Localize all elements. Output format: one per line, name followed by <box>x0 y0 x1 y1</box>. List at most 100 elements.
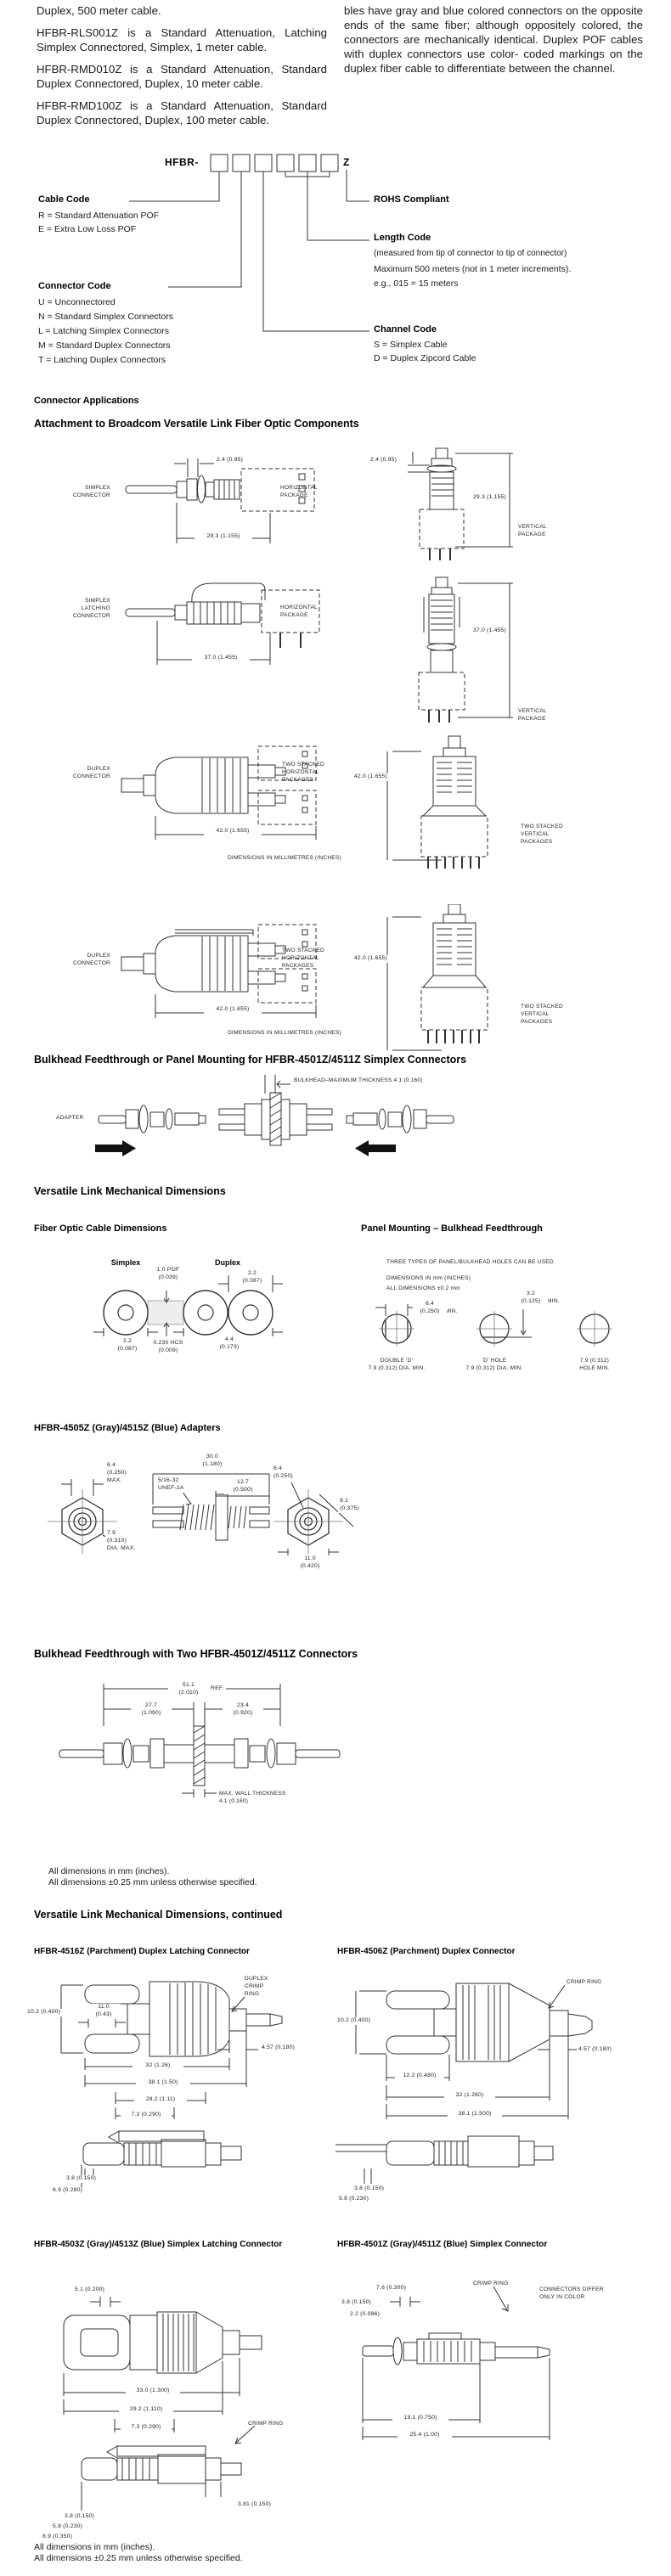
dim-label: 6.9 (0.280) <box>51 2187 85 2195</box>
dim-label: 2.2 (0.087) <box>233 1270 272 1285</box>
dim-label: 11.0 (0.43) <box>87 2004 121 2019</box>
connector-code-item: N = Standard Simplex Connectors <box>38 312 174 322</box>
dim-label: 7.9 (0.310) DIA. MAX. <box>105 1530 138 1553</box>
channel-code-item: D = Duplex Zipcord Cable <box>374 353 476 363</box>
hole-caption: DOUBLE 'D' 7.9 (0.312) DIA. MIN. <box>368 1358 426 1372</box>
connector-code-title: Connector Code <box>38 281 111 291</box>
dimensions-note: All dimensions in mm (inches). <box>34 2542 155 2552</box>
dim-label: 32 (1.260) <box>444 2092 495 2100</box>
dim-label: 4.57 (0.180) <box>260 2044 297 2052</box>
subsection-title: HFBR-4505Z (Gray)/4515Z (Blue) Adapters <box>34 1423 221 1433</box>
crimp-ring-label: DUPLEX CRIMP RING <box>245 1976 268 1998</box>
dim-label: 3.2 (0.125) <box>514 1291 548 1306</box>
dim-label: 6.4 (0.250) <box>413 1301 447 1316</box>
figure-duplex-horizontal-2 <box>121 904 488 1051</box>
section-subtitle: Attachment to Broadcom Versatile Link Fi… <box>34 418 359 430</box>
dim-label: 11.0 (0.420) <box>287 1555 333 1571</box>
dim-label: 2.4 (0.95) <box>215 457 245 464</box>
connector-label: DUPLEX CONNECTOR <box>72 766 110 780</box>
dim-label: 42.0 (1.655) <box>204 1006 262 1014</box>
hole-caption: 'D' HOLE 7.9 (0.312) DIA. MIN. <box>465 1358 523 1372</box>
subsection-title: Fiber Optic Cable Dimensions <box>34 1223 167 1234</box>
dim-label: 27.7 (1.090) <box>131 1702 172 1718</box>
paragraph: HFBR-RLS001Z is a Standard Attenuation, … <box>37 26 327 53</box>
dim-label: 10.2 (0.400) <box>25 2009 63 2016</box>
figure-4506 <box>336 1983 593 2184</box>
simplex-label: Simplex <box>110 1258 141 1267</box>
dim-label: 29.3 (1.155) <box>195 533 252 541</box>
cable-code-title: Cable Code <box>38 194 90 205</box>
dim-label: 2.2 (0.086) <box>348 2311 382 2319</box>
figure-4516 <box>60 1981 283 2187</box>
intro-left-column: Duplex, 500 meter cable. HFBR-RLS001Z is… <box>37 3 327 127</box>
dim-label: 42.0 (1.655) <box>343 773 389 781</box>
dim-label: 5.8 (0.230) <box>51 2523 85 2531</box>
connector-label: SIMPLEX CONNECTOR <box>72 485 110 499</box>
dim-label: 28.2 (1.11) <box>134 2096 187 2104</box>
section-title: Versatile Link Mechanical Dimensions <box>34 1185 226 1197</box>
section-title: Connector Applications <box>34 396 139 406</box>
dim-label: 32 (1.26) <box>133 2062 183 2070</box>
dim-label: 6.4 (0.250) <box>272 1465 295 1481</box>
dim-label: 5.8 (0.230) <box>337 2196 371 2203</box>
dim-label: 8.9 (0.350) <box>41 2534 75 2541</box>
rohs-label: ROHS Compliant <box>374 194 449 205</box>
dim-label: 4.57 (0.180) <box>577 2046 614 2054</box>
dim-label: 12.7 (0.500) <box>224 1479 262 1494</box>
dimensions-note: All dimensions in mm (inches). <box>48 1866 170 1876</box>
connector-code-item: U = Unconnectored <box>38 297 116 307</box>
paragraph: HFBR-RMD010Z is a Standard Attenuation, … <box>37 63 327 90</box>
package-label: TWO STACKED VERTICAL PACKAGES <box>521 1004 563 1026</box>
crimp-ring-label: CRIMP RING <box>473 2281 509 2286</box>
figure-title: HFBR-4506Z (Parchment) Duplex Connector <box>337 1947 516 1956</box>
dim-label: 19.1 (0.750) <box>392 2415 448 2422</box>
figure-adapters <box>48 1473 354 1555</box>
dim-label: 42.0 (1.655) <box>343 955 389 963</box>
figure-panel-mounting <box>375 1304 612 1347</box>
connector-code-item: L = Latching Simplex Connectors <box>38 326 169 336</box>
package-label: TWO STACKED HORIZONTAL PACKAGES <box>282 762 324 784</box>
package-label: HORIZONTAL PACKAGE <box>280 485 318 499</box>
dim-label: 3.8 (0.150) <box>352 2185 386 2193</box>
dim-label: 30.0 (1.180) <box>192 1454 233 1469</box>
dim-label: 23.4 (0.920) <box>223 1702 263 1718</box>
section-title: Bulkhead Feedthrough or Panel Mounting f… <box>34 1054 467 1066</box>
dim-label: 12.2 (0.480) <box>395 2073 444 2080</box>
dim-label: 1.0 POF (0.039) <box>149 1267 187 1282</box>
units-note: DIMENSIONS IN MILLIMETRES (INCHES) <box>228 855 341 861</box>
connector-label: DUPLEX CONNECTOR <box>72 953 110 967</box>
dim-label: 51.1 (2.010) <box>168 1682 209 1697</box>
dim-label: 37.0 (1.455) <box>192 655 250 662</box>
dim-label: 38.1 (1.50) <box>136 2079 190 2087</box>
package-label: VERTICAL PACKAGE <box>518 524 547 538</box>
units-note: DIMENSIONS IN MILLIMETRES (INCHES) <box>228 1030 341 1036</box>
dim-label: MIN. <box>547 1298 560 1304</box>
hole-caption: 7.9 (0.312) HOLE MIN. <box>579 1358 610 1372</box>
dim-label: 2.4 (0.95) <box>369 457 399 464</box>
dim-label: 29.3 (1.155) <box>459 494 508 502</box>
dim-label: 5.1 (0.200) <box>73 2286 107 2294</box>
connector-label: SIMPLEX LATCHING CONNECTOR <box>72 598 110 620</box>
package-label: TWO STACKED HORIZONTAL PACKAGES <box>282 948 324 970</box>
dim-label: 3.8 (0.150) <box>340 2299 374 2307</box>
figure-title: HFBR-4503Z (Gray)/4513Z (Blue) Simplex L… <box>34 2240 283 2249</box>
panel-note: THREE TYPES OF PANEL/BULKHEAD HOLES CAN … <box>386 1259 555 1265</box>
figure-title: HFBR-4501Z (Gray)/4511Z (Blue) Simplex C… <box>337 2240 548 2249</box>
channel-code-item: S = Simplex Cable <box>374 340 448 350</box>
dimensions-note: All dimensions ±0.25 mm unless otherwise… <box>34 2553 243 2563</box>
paragraph: HFBR-RMD100Z is a Standard Attenuation, … <box>37 99 327 127</box>
dim-label: 9.1 (0.375) <box>338 1498 361 1513</box>
panel-note: DIMENSIONS IN mm (INCHES) <box>386 1275 471 1281</box>
panel-note: ALL DIMENSIONS ±0.2 mm <box>386 1285 460 1291</box>
crimp-ring-label: CRIMP RING <box>248 2421 284 2427</box>
package-label: VERTICAL PACKAGE <box>518 708 547 723</box>
cable-code-item: R = Standard Attenuation POF <box>38 211 160 221</box>
dim-label: 0.230 HCS (0.009) <box>139 1340 197 1355</box>
color-note: CONNECTORS DIFFER ONLY IN COLOR <box>539 2286 604 2301</box>
length-code-line: Maximum 500 meters (not in 1 meter incre… <box>374 264 572 274</box>
dim-label: 29.2 (1.110) <box>119 2406 173 2414</box>
dim-label: MAX. WALL THICKNESS 4.1 (0.160) <box>219 1791 286 1805</box>
part-number-suffix: Z <box>343 156 350 168</box>
length-code-line: e.g., 015 = 15 meters <box>374 278 459 289</box>
